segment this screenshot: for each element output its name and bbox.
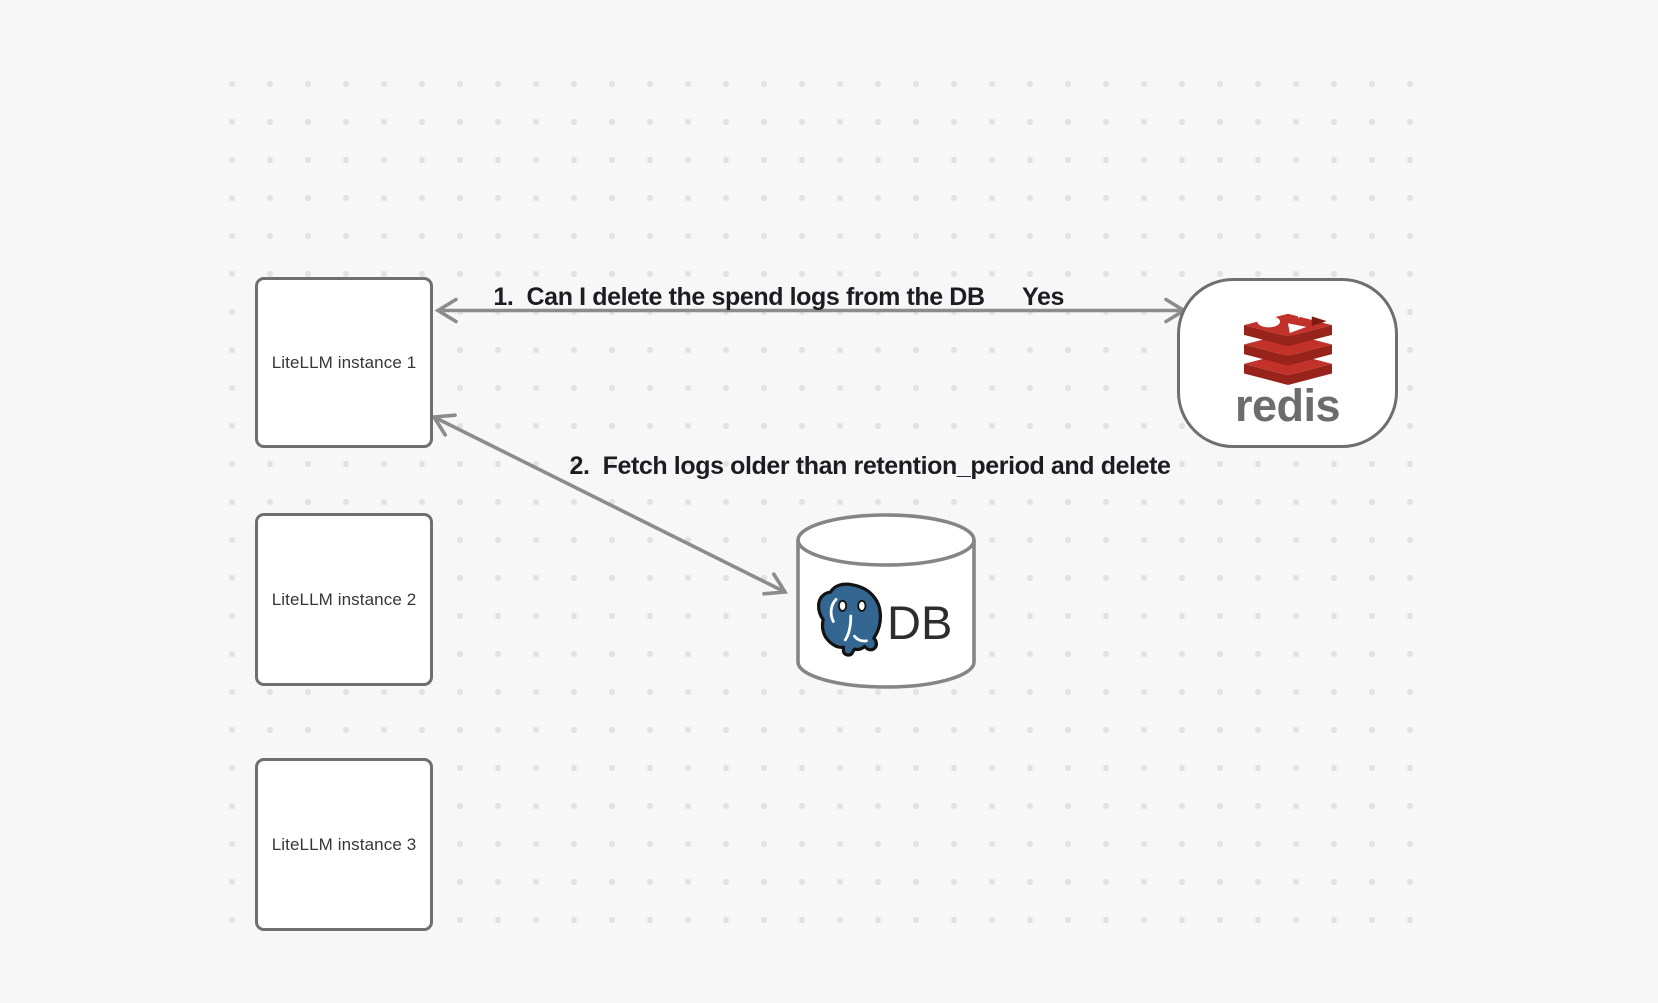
redis-logo-icon <box>1243 303 1332 385</box>
edge-label-step2: 2. Fetch logs older than retention_perio… <box>569 452 1171 480</box>
redis-wordmark: redis <box>1234 379 1341 431</box>
edge-label-yes: Yes <box>1022 283 1064 311</box>
edge-label-step1: 1. Can I delete the spend logs from the … <box>493 283 985 311</box>
node-redis[interactable]: redis <box>1177 278 1398 448</box>
node-litellm-instance-1[interactable]: LiteLLM instance 1 <box>255 277 433 448</box>
postgresql-icon <box>816 582 883 657</box>
node-litellm-instance-2[interactable]: LiteLLM instance 2 <box>255 513 433 686</box>
arrow-db-instance1[interactable] <box>430 413 789 596</box>
node-litellm-instance-1-label: LiteLLM instance 1 <box>271 352 417 372</box>
node-db[interactable]: DB <box>793 511 979 693</box>
node-litellm-instance-3-label: LiteLLM instance 3 <box>271 834 417 854</box>
node-litellm-instance-3[interactable]: LiteLLM instance 3 <box>255 758 433 931</box>
node-litellm-instance-2-label: LiteLLM instance 2 <box>271 589 417 609</box>
db-label: DB <box>887 596 952 649</box>
